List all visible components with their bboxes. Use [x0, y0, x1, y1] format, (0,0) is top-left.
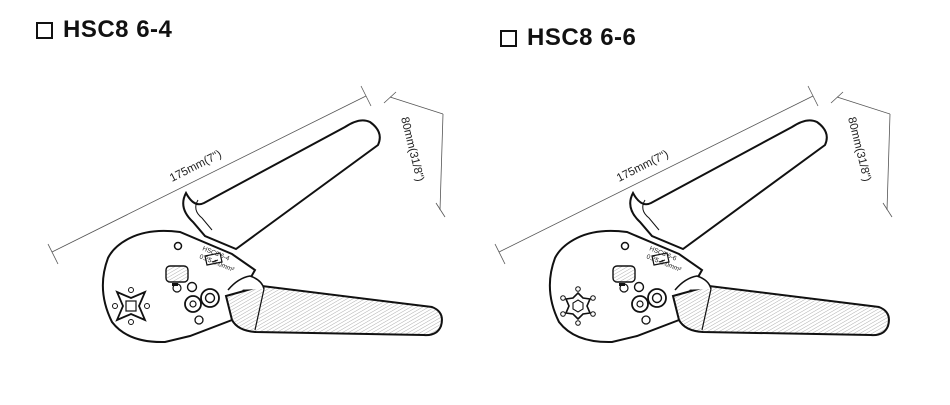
crimper-hsc8-6-4: 175mm(7") 80mm(31/8") HSC8 6-4 0.25-6.0m… [47, 85, 446, 344]
model-title-hsc8-6-4: HSC8 6-4 [36, 16, 172, 44]
width-dimension-label: 80mm(31/8") [845, 116, 873, 183]
checkbox-icon[interactable] [36, 21, 53, 39]
model-title-hsc8-6-6: HSC8 6-6 [500, 24, 636, 52]
crimper-hsc8-6-6: 175mm(7") 80mm(31/8") HSC8 6-6 0.25-6.0m… [494, 85, 893, 344]
length-dimension-label: 175mm(7") [168, 148, 224, 184]
length-dimension-label: 175mm(7") [615, 148, 671, 184]
model-title-text: HSC8 6-4 [63, 16, 173, 43]
die-square-4-indent [112, 287, 150, 325]
model-title-text: HSC8 6-6 [527, 24, 637, 51]
checkbox-icon[interactable] [500, 29, 517, 47]
die-hexagon-6-indent [560, 286, 596, 326]
width-dimension-label: 80mm(31/8") [398, 116, 426, 183]
